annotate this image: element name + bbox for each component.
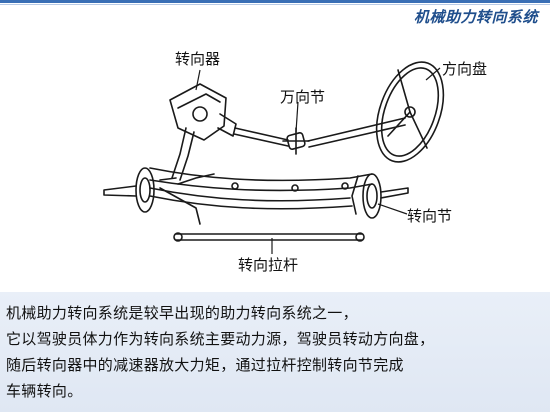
- right-hub-illustration: [351, 173, 409, 219]
- label-universal-joint: 万向节: [280, 88, 326, 106]
- tie-rod-illustration: [173, 232, 365, 242]
- description-line-4: 车辆转向。: [6, 382, 83, 400]
- page-title: 机械助力转向系统: [413, 8, 538, 26]
- steering-column: [307, 117, 406, 148]
- label-steering-wheel: 方向盘: [442, 60, 488, 78]
- steering-system-diagram: [103, 61, 445, 254]
- description-line-3: 随后转向器中的减速器放大力矩，通过拉杆控制转向节完成: [6, 356, 404, 374]
- description-line-1: 机械助力转向系统是较早出现的助力转向系统之一，: [6, 304, 358, 322]
- front-axle-illustration: [149, 167, 373, 210]
- label-tie-rod: 转向拉杆: [238, 256, 299, 274]
- header-bar: [0, 0, 550, 5]
- left-hub-illustration: [103, 167, 201, 225]
- description-panel: 机械助力转向系统是较早出现的助力转向系统之一， 它以驾驶员体力作为转向系统主要动…: [0, 292, 550, 412]
- steering-wheel-illustration: [375, 61, 445, 163]
- steering-gear-illustration: [169, 83, 237, 181]
- label-steering-gear: 转向器: [175, 50, 221, 68]
- description-line-2: 它以驾驶员体力作为转向系统主要动力源，驾驶员转动方向盘，: [6, 330, 435, 348]
- label-steering-knuckle: 转向节: [407, 207, 453, 225]
- universal-joint-illustration: [282, 127, 310, 155]
